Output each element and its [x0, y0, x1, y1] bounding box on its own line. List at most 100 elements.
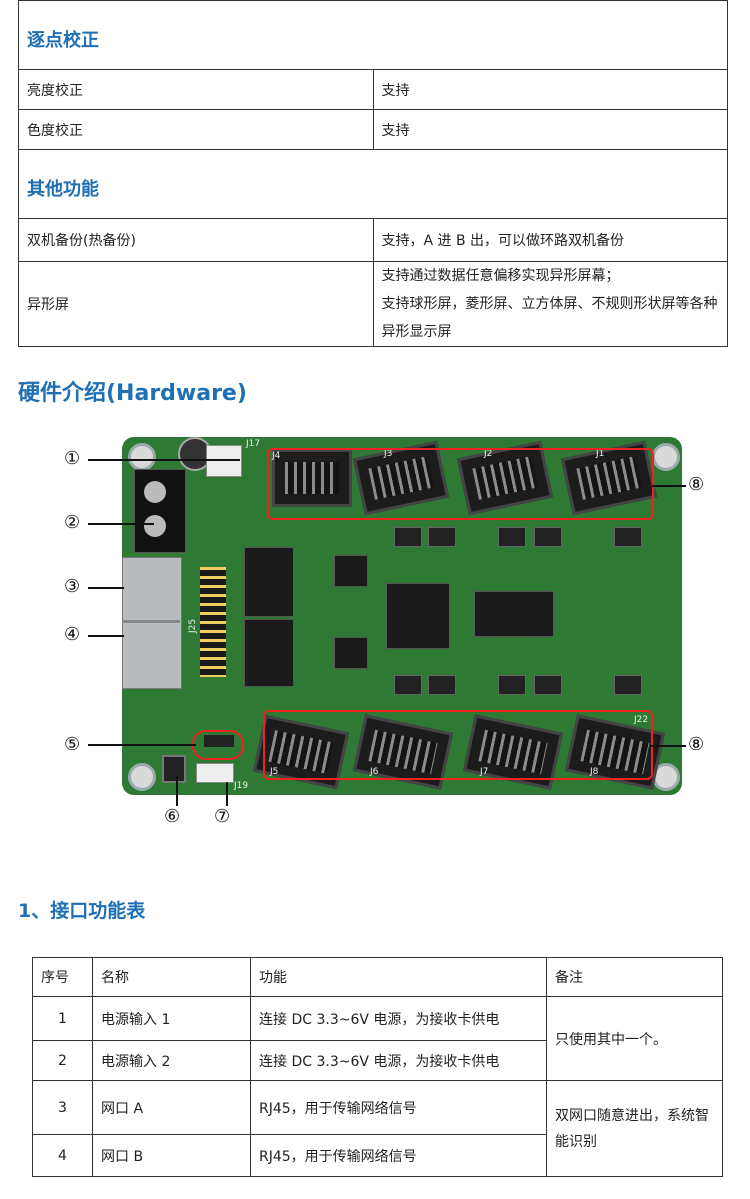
section-title-other: 其他功能 — [18, 149, 728, 219]
silk-label: J17 — [246, 439, 261, 449]
cell-name: 网口 B — [92, 1134, 251, 1177]
cell-func: 连接 DC 3.3~6V 电源，为接收卡供电 — [250, 996, 547, 1041]
mount-hole — [128, 443, 156, 471]
row-value: 支持 — [372, 69, 728, 110]
cell-func: RJ45，用于传输网络信号 — [250, 1080, 547, 1135]
silk-label: J3 — [384, 449, 393, 459]
pin-header-j25 — [200, 567, 226, 677]
driver-chip — [614, 675, 642, 695]
screw-icon — [144, 481, 166, 503]
highlight-bottom-connectors — [263, 710, 653, 780]
cell-no: 4 — [32, 1134, 93, 1177]
port-divider — [122, 620, 180, 623]
callout-line — [88, 744, 196, 746]
callout-line — [88, 459, 240, 461]
silk-label: J2 — [484, 449, 493, 459]
callout-3: ③ — [64, 576, 81, 597]
callout-line — [88, 635, 124, 637]
row-value-multiline: 支持通过数据任意偏移实现异形屏幕； 支持球形屏，菱形屏、立方体屏、不规则形状屏等… — [372, 261, 728, 347]
driver-chip — [498, 675, 526, 695]
cell-name: 电源输入 1 — [92, 996, 251, 1041]
ic-chip — [244, 619, 294, 687]
spec-table: 逐点校正 亮度校正 支持 色度校正 支持 其他功能 双机备份(热备份) 支持，A… — [18, 0, 728, 347]
cell-no: 2 — [32, 1040, 93, 1081]
ic-chip — [334, 555, 368, 587]
connector-j19 — [196, 763, 234, 783]
cell-name: 电源输入 2 — [92, 1040, 251, 1081]
table-row: 3 网口 A RJ45，用于传输网络信号 双网口随意进出，系统智能识别 — [32, 1080, 723, 1177]
row-value: 支持 — [372, 109, 728, 150]
callout-line — [88, 587, 124, 589]
hardware-heading: 硬件介绍(Hardware) — [18, 381, 247, 406]
callout-1: ① — [64, 448, 81, 469]
interface-table: 序号 名称 功能 备注 1 电源输入 1 连接 DC 3.3~6V 电源，为接收… — [32, 957, 723, 1177]
cell-func: 连接 DC 3.3~6V 电源，为接收卡供电 — [250, 1040, 547, 1081]
cell-name: 网口 A — [92, 1080, 251, 1135]
cell-no: 3 — [32, 1080, 93, 1135]
driver-chip — [614, 527, 642, 547]
col-header: 名称 — [92, 957, 251, 997]
silk-label: J1 — [596, 449, 605, 459]
row-value-line: 支持球形屏，菱形屏、立方体屏、不规则形状屏等各种异形显示屏 — [381, 296, 718, 340]
fpga-chip — [386, 583, 450, 649]
mount-hole — [652, 443, 680, 471]
row-label: 亮度校正 — [18, 69, 374, 110]
highlight-leds — [192, 730, 244, 760]
row-label: 色度校正 — [18, 109, 374, 150]
silk-label: J19 — [234, 781, 249, 791]
table-row: 2 电源输入 2 连接 DC 3.3~6V 电源，为接收卡供电 — [32, 1040, 723, 1081]
driver-chip — [534, 675, 562, 695]
row-value-line: 支持通过数据任意偏移实现异形屏幕； — [381, 268, 620, 284]
callout-line — [650, 745, 686, 747]
mount-hole — [128, 763, 156, 791]
connector-j17 — [206, 445, 242, 477]
col-header: 功能 — [250, 957, 547, 997]
test-button — [162, 755, 186, 783]
row-label: 异形屏 — [18, 261, 374, 347]
hub-connector-j4 — [272, 449, 352, 507]
callout-6: ⑥ — [164, 806, 181, 827]
silk-label: J6 — [370, 767, 379, 777]
led-indicators — [204, 735, 234, 747]
driver-chip — [428, 675, 456, 695]
callout-line — [652, 485, 686, 487]
driver-chip — [394, 527, 422, 547]
receiver-card-board-image: J4 J3 J2 J1 J5 J6 J7 J8 J17 J19 J25 J22 — [122, 437, 682, 795]
interface-table-heading: 1、接口功能表 — [18, 900, 146, 922]
callout-7: ⑦ — [214, 806, 231, 827]
cell-func: RJ45，用于传输网络信号 — [250, 1134, 547, 1177]
memory-chip — [474, 591, 554, 637]
cell-note: 只使用其中一个。 — [546, 996, 723, 1081]
callout-line — [226, 782, 228, 806]
callout-5: ⑤ — [64, 734, 81, 755]
silk-label: J4 — [272, 451, 281, 461]
highlight-top-connectors — [267, 448, 654, 520]
silk-label: J8 — [590, 767, 599, 777]
screw-icon — [144, 515, 166, 537]
callout-8-bottom: ⑧ — [688, 734, 705, 755]
col-header: 序号 — [32, 957, 93, 997]
silk-label: J7 — [480, 767, 489, 777]
row-label: 双机备份(热备份) — [18, 218, 374, 262]
silk-label: J5 — [270, 767, 279, 777]
silk-label: J25 — [188, 618, 199, 634]
callout-2: ② — [64, 512, 81, 533]
driver-chip — [498, 527, 526, 547]
section-title-calibration: 逐点校正 — [18, 0, 728, 70]
silk-label: J22 — [634, 715, 649, 725]
callout-8-top: ⑧ — [688, 474, 705, 495]
driver-chip — [428, 527, 456, 547]
callout-line — [176, 776, 178, 806]
col-header: 备注 — [546, 957, 723, 997]
cell-no: 1 — [32, 996, 93, 1041]
ic-chip — [244, 547, 294, 617]
rj45-ports — [122, 557, 182, 689]
driver-chip — [534, 527, 562, 547]
driver-chip — [394, 675, 422, 695]
callout-line — [88, 523, 154, 525]
row-value: 支持，A 进 B 出，可以做环路双机备份 — [372, 218, 728, 262]
callout-4: ④ — [64, 624, 81, 645]
ic-chip — [334, 637, 368, 669]
cell-note: 双网口随意进出，系统智能识别 — [546, 1080, 723, 1177]
table-row: 4 网口 B RJ45，用于传输网络信号 — [32, 1134, 723, 1177]
